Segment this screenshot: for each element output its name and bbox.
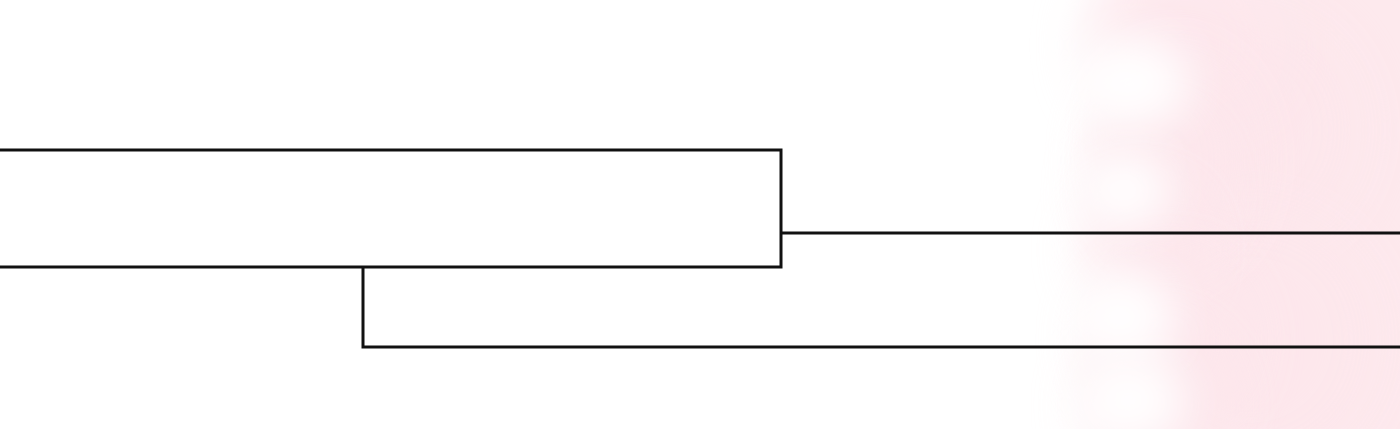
- primary-node-box: [0, 148, 783, 269]
- lower-branch-line: [361, 267, 1400, 349]
